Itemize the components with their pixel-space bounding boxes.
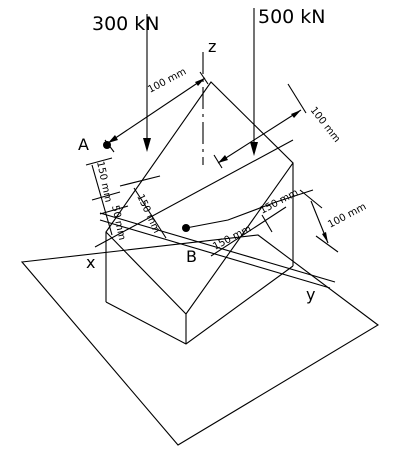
dim-mid-line bbox=[133, 187, 167, 239]
ground-plane bbox=[20, 234, 379, 446]
dim-bottom-100-ext2 bbox=[315, 235, 339, 253]
y-axis bbox=[99, 212, 336, 283]
dim-top-100-line bbox=[107, 77, 206, 144]
dim-top-100-text: 100 mm bbox=[146, 66, 188, 95]
dim-left-tick3 bbox=[99, 205, 129, 215]
x-axis bbox=[94, 139, 294, 248]
dim-mid-ext bbox=[119, 175, 161, 187]
dim-left-line bbox=[91, 164, 113, 236]
b-leader bbox=[185, 189, 314, 229]
arrow-300 bbox=[143, 138, 151, 152]
dim-bottom-100-text: 100 mm bbox=[326, 201, 368, 230]
x-axis-label: x bbox=[86, 253, 95, 272]
arrow-right-100b bbox=[291, 110, 301, 118]
dim-right-100-text: 100 mm bbox=[308, 105, 342, 145]
y-axis-label: y bbox=[306, 285, 315, 304]
arrow-right-100a bbox=[218, 155, 228, 163]
column-top-face bbox=[105, 81, 294, 315]
dim-right-100-ext2 bbox=[287, 83, 307, 114]
dim-right-100-line bbox=[217, 109, 302, 164]
point-a-label: A bbox=[78, 135, 89, 154]
dim-bottom-150-line bbox=[210, 206, 287, 257]
point-b-label: B bbox=[186, 247, 197, 266]
arrow-top-100b bbox=[195, 78, 205, 86]
load-500-label: 500 kN bbox=[258, 6, 326, 28]
dim-left-tick1 bbox=[85, 157, 113, 166]
arrow-500 bbox=[250, 142, 258, 156]
arrow-top-100a bbox=[108, 135, 118, 143]
dim-bottom-150-ext bbox=[261, 214, 273, 233]
dim-top-100-ext2 bbox=[199, 71, 209, 85]
arrow-bottom-100 bbox=[322, 232, 328, 243]
column-bottom-edge bbox=[105, 265, 294, 345]
dim-right-100-ext1 bbox=[213, 154, 223, 169]
dim-left-tick2 bbox=[91, 191, 121, 201]
z-axis-label: z bbox=[208, 37, 216, 56]
dim-bottom-150b-text: 150 mm bbox=[258, 187, 300, 216]
load-300-label: 300 kN bbox=[92, 13, 160, 35]
dim-mid-150-text: 150 mm bbox=[134, 193, 162, 235]
point-b bbox=[182, 224, 190, 232]
point-a bbox=[103, 141, 111, 149]
dim-bottom-100-ext1 bbox=[299, 189, 323, 209]
